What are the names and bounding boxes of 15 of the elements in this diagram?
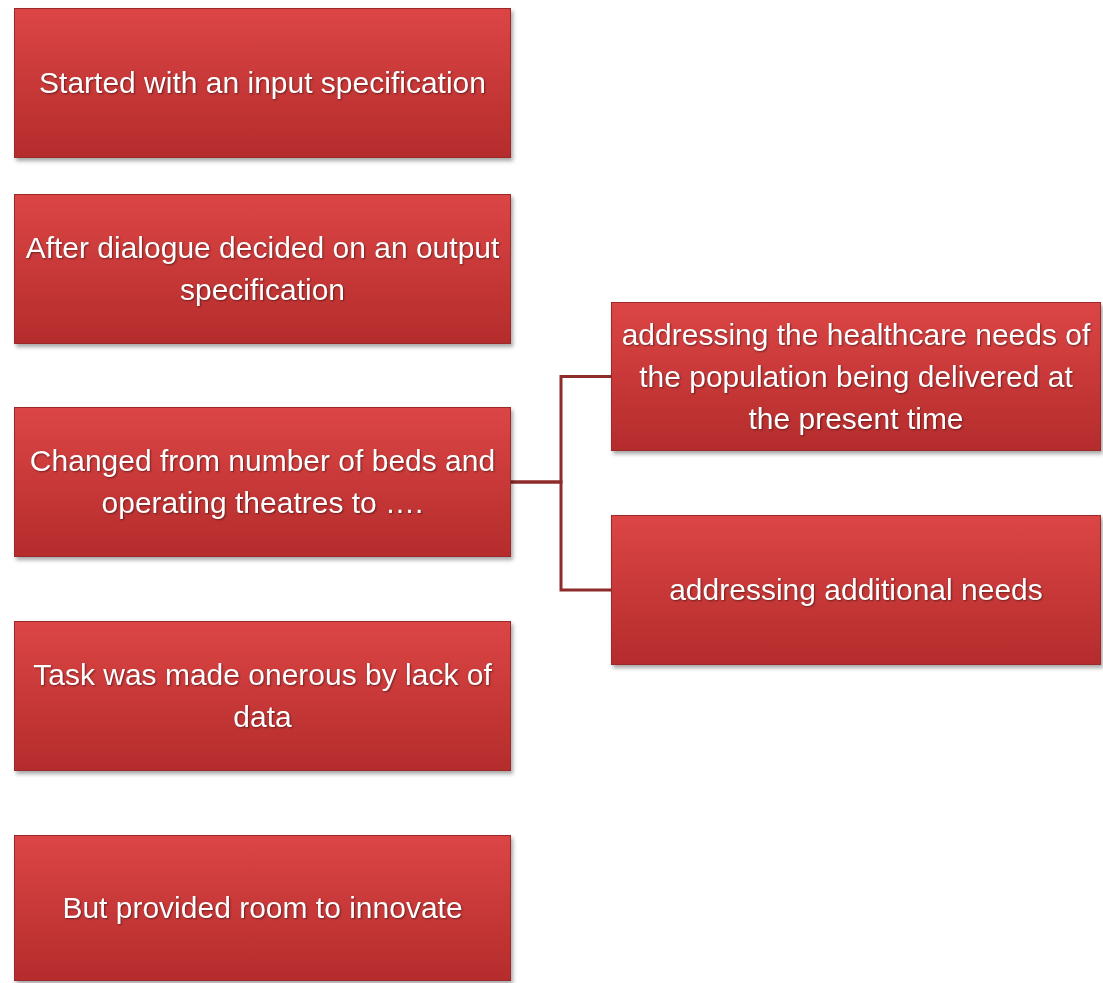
box-text: addressing additional needs xyxy=(669,572,1043,608)
process-box xyxy=(611,302,1101,451)
process-box xyxy=(14,407,511,557)
box-text: But provided room to innovate xyxy=(62,890,463,926)
box-text: addressing the healthcare needs of the population being delivered at the present time xyxy=(620,316,1092,437)
process-box xyxy=(14,621,511,771)
box-text: Task was made onerous by lack of data xyxy=(32,657,493,735)
process-box xyxy=(611,515,1101,665)
box-text: Changed from number of beds and operating theatres to …. xyxy=(28,443,497,521)
connector-line xyxy=(511,480,611,592)
box-text: After dialogue decided on an output specification xyxy=(24,230,501,308)
process-box xyxy=(14,835,511,981)
process-box xyxy=(14,8,511,158)
box-text: Started with an input specification xyxy=(39,65,486,101)
process-box xyxy=(14,194,511,344)
